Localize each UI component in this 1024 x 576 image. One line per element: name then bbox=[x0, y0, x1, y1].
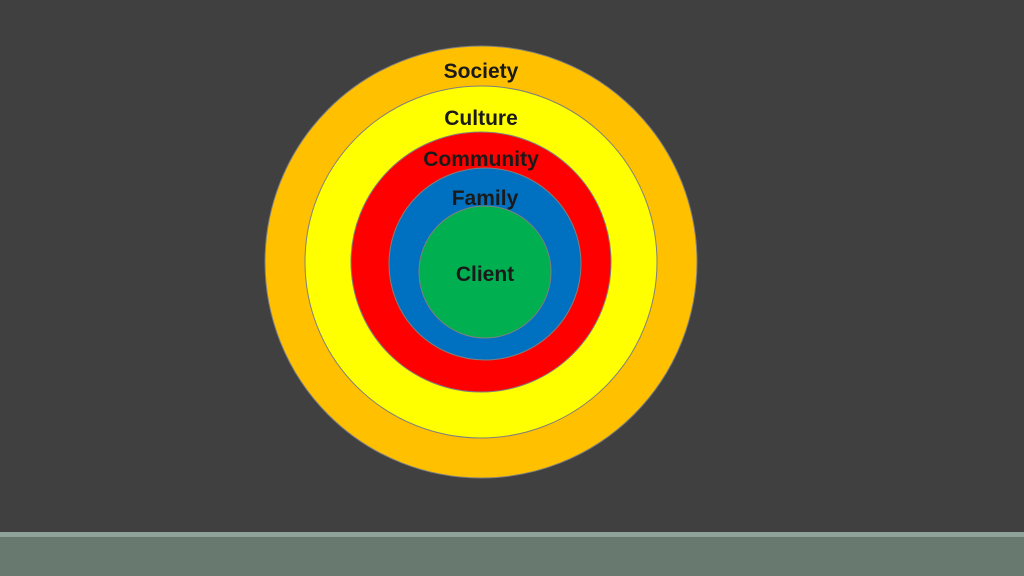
ring-label-family: Family bbox=[452, 187, 519, 210]
ring-label-society: Society bbox=[444, 60, 519, 83]
footer-bar bbox=[0, 537, 1024, 576]
ring-label-culture: Culture bbox=[444, 107, 518, 130]
ring-label-community: Community bbox=[423, 148, 539, 171]
ring-client bbox=[418, 205, 552, 339]
ring-label-client: Client bbox=[456, 263, 514, 286]
footer-divider bbox=[0, 532, 1024, 537]
